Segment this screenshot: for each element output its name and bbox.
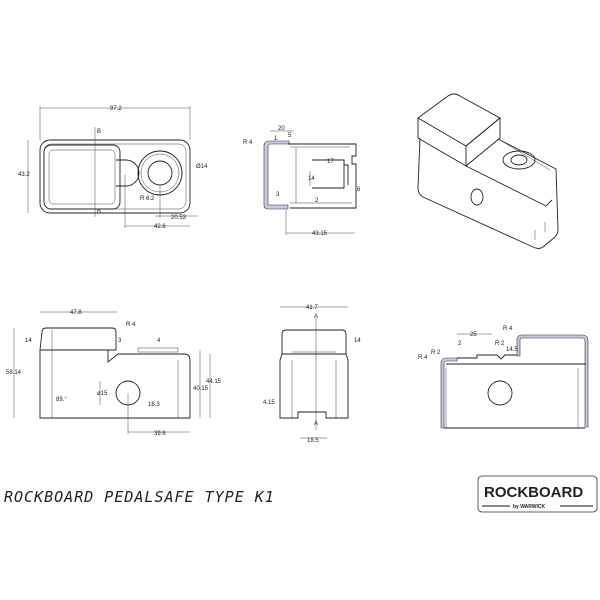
drawing-title: ROCKBOARD PEDALSAFE TYPE K1 [4,488,275,506]
top-view: 97.2 43.2 B B R 6.2 Ø14 20.53 42.6 [18,106,208,230]
dim-radius: R 4 [126,322,136,328]
dim-angle: 89.° [56,397,67,403]
dim-20-53: 20.53 [171,215,187,221]
dim-hole: ø15 [97,391,108,397]
dim-3: 3 [118,338,122,344]
dim-radius-2-right: R 2 [495,341,505,347]
dim-47-8: 47.8 [70,310,82,316]
rockboard-logo: ROCKBOARD by WARWICK [477,475,598,513]
dim-14: 14 [308,176,315,182]
dim-18-5: 18.5 [307,438,319,444]
dim-25: 25 [470,332,477,338]
dim-41-7: 41.7 [306,305,318,311]
dim-4: 4 [157,338,161,344]
dim-width: 97.2 [110,106,122,112]
isometric-view [417,93,559,249]
dim-height: 43.2 [18,172,30,178]
dim-58-14: 58.14 [6,370,22,376]
dim-14-5: 14.5 [506,347,518,353]
dim-20: 20 [278,126,285,132]
section-label-b-top: B [97,129,101,135]
dim-43-15: 43.15 [312,231,328,237]
dim-16-3: 16.3 [148,402,160,408]
dim-39-6: 39.6 [154,431,166,437]
dim-6: 6 [357,187,361,193]
section-a-view: R 4 25 2 R 2 R 2 R 4 14.5 [418,326,589,429]
dim-hole: Ø14 [196,164,208,170]
front-view: 47.8 R 4 14 3 4 58.14 44.15 40.15 89.° ø… [6,310,222,437]
section-label-a-bottom: A [314,421,318,427]
dim-42-6: 42.6 [154,224,166,230]
dim-2: 2 [458,341,462,347]
dim-14: 14 [354,338,361,344]
dim-radius: R 4 [243,140,253,146]
dim-radius: R 6.2 [140,196,155,202]
logo-sub: by WARWICK [513,504,546,510]
dim-4-15: 4.15 [263,400,275,406]
side-view: 41.7 A 14 4.15 A 18.5 [263,305,361,444]
dim-radius-4-left: R 4 [418,355,428,361]
dim-14: 14 [25,338,32,344]
dim-5: 5 [288,133,292,139]
logo-brand: ROCKBOARD [484,484,583,501]
dim-2: 2 [315,198,319,204]
section-label-b-bottom: B [97,209,101,215]
dim-1: 1 [274,136,278,142]
dim-radius-2-left: R 2 [431,350,441,356]
dim-radius-4-top: R 4 [503,326,513,332]
dim-40-15: 40.15 [193,386,209,392]
dim-3: 3 [276,192,280,198]
section-b-view: 20 5 1 R 4 17 14 6 3 2 43.15 [243,126,361,237]
dim-17: 17 [327,159,334,165]
section-label-a-top: A [314,314,318,320]
dim-44-15: 44.15 [206,379,222,385]
